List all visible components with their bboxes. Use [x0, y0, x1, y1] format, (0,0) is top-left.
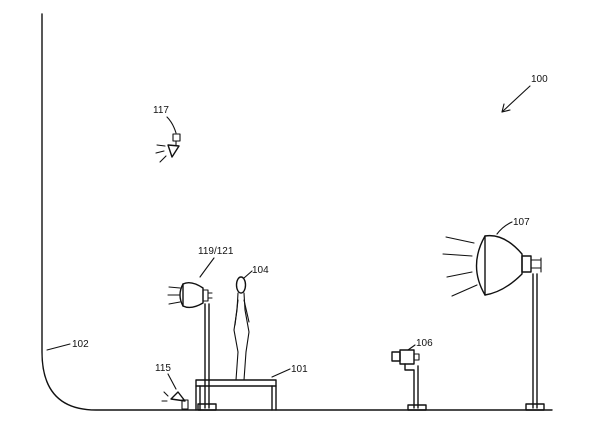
camera: 106	[391, 338, 433, 411]
ceiling-light: 117	[153, 105, 181, 163]
key-light: 107	[442, 217, 545, 411]
system-label-group: 100	[501, 74, 548, 113]
floor-light: 115	[155, 363, 189, 410]
label-106: 106	[416, 338, 433, 349]
subject-figure: 104	[233, 265, 269, 381]
label-102: 102	[72, 339, 89, 350]
label-117: 117	[153, 105, 169, 116]
backdrop-label-group: 102	[46, 339, 89, 351]
label-107: 107	[513, 217, 530, 228]
arrowhead-icon	[501, 103, 511, 113]
label-115: 115	[155, 363, 171, 374]
backdrop	[41, 13, 553, 411]
label-101: 101	[291, 364, 308, 375]
arrow-100	[501, 85, 531, 113]
label-100: 100	[531, 74, 548, 85]
label-104: 104	[252, 265, 269, 276]
platform: 101	[195, 364, 308, 411]
front-light: 119/121	[167, 246, 234, 411]
label-119-121: 119/121	[198, 246, 234, 257]
